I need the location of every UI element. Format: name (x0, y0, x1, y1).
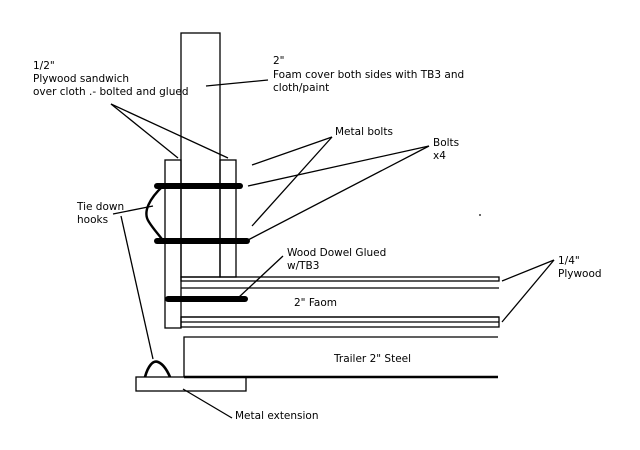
label-metal-extension: Metal extension (235, 410, 319, 422)
leader-plywood-2 (110, 103, 229, 159)
leader-foam (205, 79, 269, 87)
leader-plywood-quarter-1 (501, 259, 555, 282)
label-tie-down-2: hooks (77, 214, 109, 226)
plywood-floor-top (180, 276, 500, 282)
leader-plywood-quarter-2 (501, 259, 555, 323)
label-foam-size: 2" (273, 55, 285, 67)
plywood-sandwich-right (219, 159, 237, 278)
leader-bolts-2 (247, 145, 430, 241)
leader-metal-bolts-1 (251, 136, 333, 166)
tie-down-hook-lower (143, 360, 172, 378)
label-plywood-word: Plywood (558, 268, 602, 280)
leader-dowel (237, 255, 284, 299)
label-dowel-1: Wood Dowel Glued (287, 247, 387, 259)
label-trailer-steel: Trailer 2" Steel (334, 353, 412, 365)
leader-bolts-1 (247, 145, 430, 187)
label-bolts-count: x4 (433, 150, 446, 162)
stray-dot (479, 214, 481, 216)
label-plywood-quarter: 1/4" (558, 255, 580, 267)
leader-tie-down-2 (120, 215, 154, 360)
label-bolts: Bolts (433, 137, 460, 149)
leader-metal-extension (182, 388, 233, 419)
tie-down-hook-upper (145, 185, 165, 243)
label-over-cloth: over cloth .- bolted and glued (33, 86, 189, 98)
leader-plywood-1 (110, 103, 179, 159)
label-plywood-sandwich: Plywood sandwich (33, 73, 130, 85)
label-foam-2in: 2" Faom (294, 297, 338, 309)
label-foam-cover-2: cloth/paint (273, 82, 330, 94)
label-dowel-2: w/TB3 (287, 260, 320, 272)
leader-metal-bolts-2 (251, 136, 333, 227)
leader-tie-down-1 (112, 205, 154, 215)
metal-extension (135, 376, 247, 392)
label-plywood-half: 1/2" (33, 60, 55, 72)
label-foam-cover-1: Foam cover both sides with TB3 and (273, 69, 465, 81)
label-metal-bolts: Metal bolts (335, 126, 393, 138)
label-tie-down-1: Tie down (77, 201, 125, 213)
